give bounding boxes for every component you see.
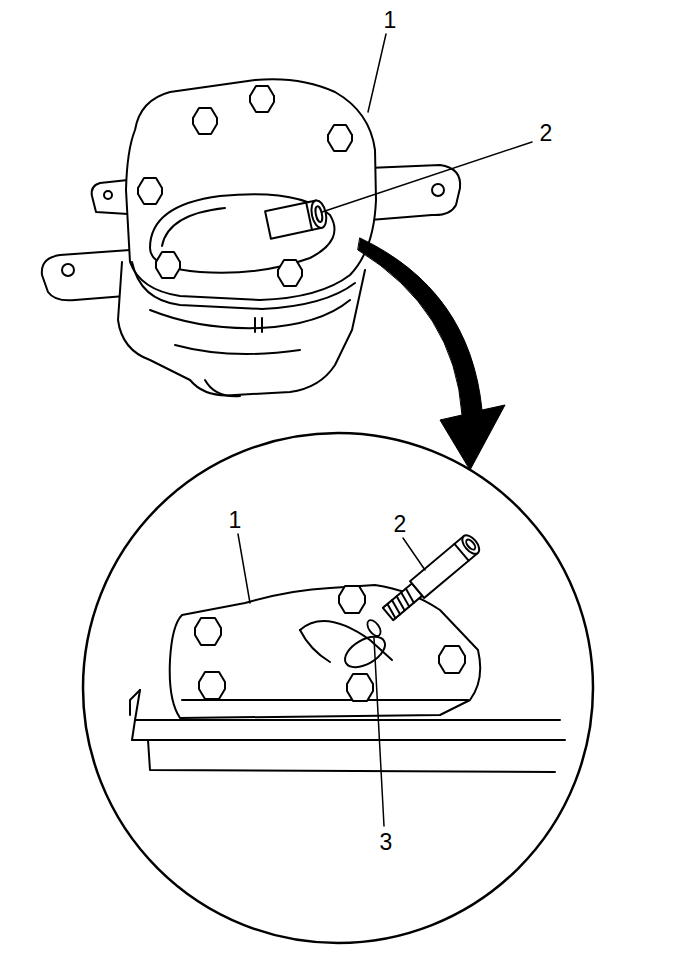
detail-circle [83, 433, 593, 943]
callout-number: 1 [382, 8, 399, 33]
callout-number: 2 [392, 512, 409, 537]
pump-detail [130, 532, 565, 772]
callout-number: 1 [227, 508, 244, 533]
leader-lines [238, 34, 532, 826]
pump-upper [42, 79, 460, 396]
callout-number: 3 [378, 830, 395, 855]
callout-number: 2 [538, 121, 555, 146]
view-arrow [358, 238, 505, 470]
